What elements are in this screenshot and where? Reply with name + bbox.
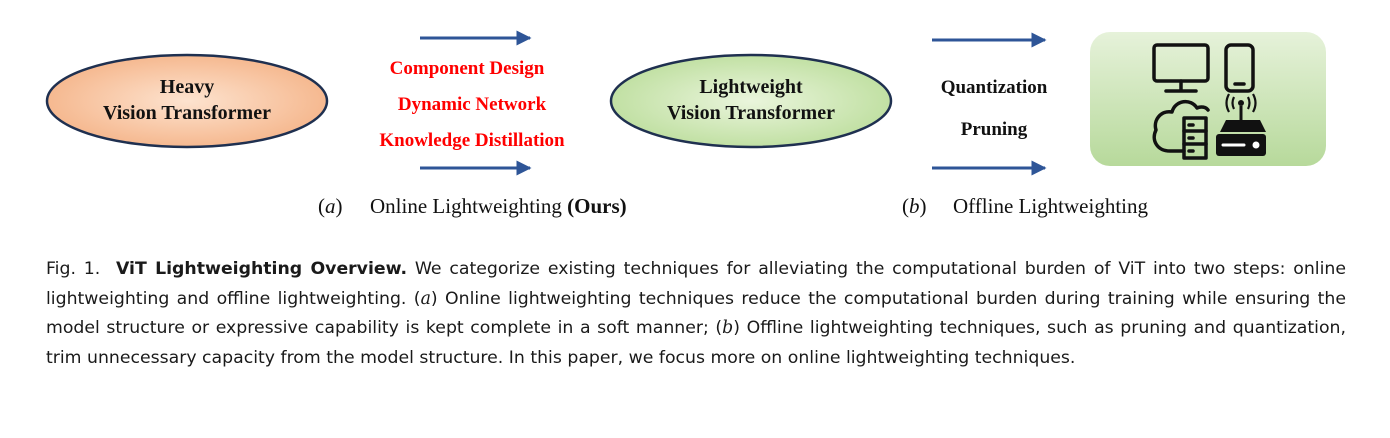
label-a-bold: (Ours)	[567, 194, 627, 218]
technique-component-design: Component Design	[390, 58, 545, 79]
light-node-line2: Vision Transformer	[667, 102, 835, 124]
vit-lightweighting-diagram: Heavy Vision Transformer Component Desig…	[45, 30, 1326, 218]
label-a-text: Online Lightweighting	[370, 194, 562, 218]
technique-knowledge-distillation: Knowledge Distillation	[379, 130, 565, 151]
label-a-marker: a	[325, 194, 336, 218]
cloud-server-icon	[1152, 99, 1210, 160]
caption-label: Fig. 1.	[46, 259, 101, 279]
caption-title: ViT Lightweighting Overview.	[115, 259, 408, 279]
caption-text-1: We categorize existing techniques for al…	[46, 259, 1346, 309]
caption-marker-b: b	[722, 318, 734, 339]
smartphone-icon	[1224, 43, 1255, 93]
label-b-text: Offline Lightweighting	[953, 194, 1148, 218]
figure-caption: Fig. 1. ViT Lightweighting Overview. We …	[46, 259, 1346, 368]
online-techniques: Component Design Dynamic Network Knowled…	[379, 58, 565, 151]
technique-dynamic-network: Dynamic Network	[398, 94, 547, 115]
lightweight-vit-node: Lightweight Vision Transformer	[609, 53, 893, 149]
caption-text-2: Online lightweighting techniques reduce …	[46, 288, 1346, 339]
technique-quantization: Quantization	[941, 77, 1048, 98]
router-icon	[1216, 93, 1266, 156]
heavy-vit-node: Heavy Vision Transformer	[45, 53, 329, 149]
heavy-node-line1: Heavy	[160, 76, 214, 98]
caption-text-3: Offline lightweighting techniques, such …	[46, 318, 1346, 368]
caption-marker-a: a	[420, 288, 431, 309]
monitor-icon	[1152, 43, 1210, 93]
label-b: (b)Offline Lightweighting	[902, 194, 1148, 218]
label-a: (a)Online Lightweighting (Ours)	[318, 194, 627, 218]
devices-panel	[1090, 32, 1326, 166]
label-b-marker: b	[909, 194, 920, 218]
offline-techniques: Quantization Pruning	[941, 77, 1048, 140]
heavy-node-line2: Vision Transformer	[103, 102, 271, 124]
light-node-line1: Lightweight	[699, 76, 803, 98]
technique-pruning: Pruning	[961, 119, 1028, 140]
